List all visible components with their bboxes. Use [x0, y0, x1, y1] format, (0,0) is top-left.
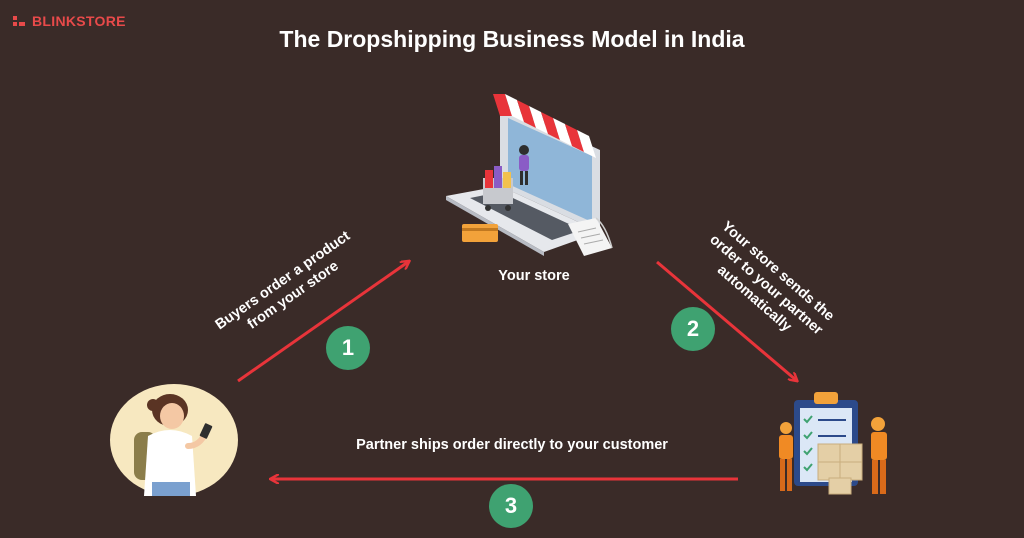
blinkstore-logo-icon: [13, 16, 25, 26]
brand-name: BLINKSTORE: [32, 13, 126, 29]
store-label: Your store: [498, 268, 570, 284]
arrow-customer-to-store: [237, 262, 408, 383]
brand-logo: BLINKSTORE: [12, 13, 126, 29]
arrow-store-to-partner: [656, 260, 796, 380]
step-2-badge: 2: [671, 307, 715, 351]
page-title: The Dropshipping Business Model in India: [279, 26, 745, 52]
step-3-badge: 3: [489, 484, 533, 528]
step-1-badge: 1: [326, 326, 370, 370]
step-3-label: Partner ships order directly to your cus…: [356, 437, 668, 453]
